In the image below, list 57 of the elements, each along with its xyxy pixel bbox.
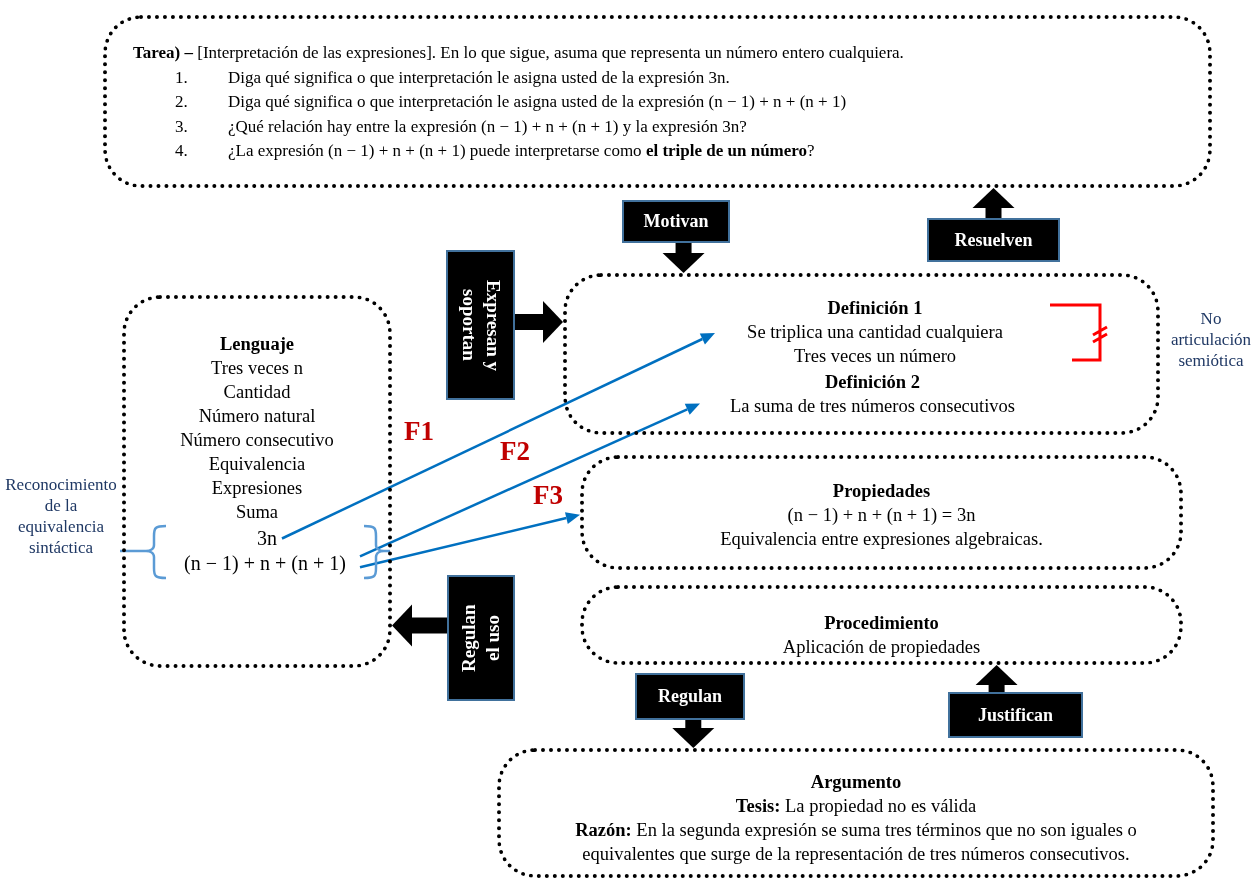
list-number: 3.: [175, 115, 189, 138]
dotted-panel: [122, 295, 392, 668]
block-arrow: [672, 720, 715, 748]
list-number: 1.: [175, 66, 189, 89]
math-expression: (n − 1) + n + (n + 1): [170, 551, 360, 578]
block-arrow: [392, 604, 447, 647]
callout-box: Resuelven: [927, 218, 1060, 262]
edge-label: F3: [533, 480, 563, 511]
box-text: Aplicación de propiedades: [781, 636, 982, 659]
callout-box: Regulan el uso: [447, 575, 515, 701]
box-text: Equivalencia: [207, 453, 307, 476]
arrow: [359, 512, 580, 569]
edge-label: F1: [404, 416, 434, 447]
box-text: Tres veces n: [210, 357, 304, 380]
box-text: Expresiones: [210, 477, 304, 500]
callout-box: Motivan: [622, 200, 730, 243]
box-heading: Definición 1: [826, 297, 924, 320]
edge-label: F2: [500, 436, 530, 467]
box-heading: Lenguaje: [219, 333, 295, 356]
math-expression: 3n: [252, 526, 282, 551]
block-arrow: [515, 301, 563, 343]
arrow: [281, 333, 715, 540]
list-item: ¿La expresión (n − 1) + n + (n + 1) puede interpretarse como el triple de un número?: [228, 140, 816, 162]
annotation-text: No articulación semiótica: [1169, 308, 1253, 371]
box-heading: Argumento: [809, 771, 903, 794]
task-statement: Tarea) – [Interpretación de las expresiones]. En lo que sigue, asuma que representa un número entero cualquiera.: [133, 42, 905, 64]
box-text: Número natural: [197, 405, 317, 428]
list-item: ¿Qué relación hay entre la expresión (n − 1) + n + (n + 1) y la expresión 3n?: [228, 115, 748, 138]
box-text: Cantidad: [222, 381, 292, 404]
box-text: Número consecutivo: [179, 429, 335, 452]
dotted-panel: [103, 15, 1212, 188]
callout-box: Regulan: [635, 673, 745, 720]
list-item: Diga qué significa o que interpretación le asigna usted de la expresión 3n.: [228, 66, 731, 89]
box-text: Equivalencia entre expresiones algebraicas.: [719, 528, 1044, 551]
dotted-panel: [497, 748, 1215, 878]
box-text: Tres veces un número: [792, 345, 958, 368]
block-arrow: [662, 243, 705, 273]
box-text: La suma de tres números consecutivos: [728, 395, 1017, 418]
list-item: Diga qué significa o que interpretación le asigna usted de la expresión (n − 1) + n + (n + 1): [228, 91, 847, 113]
arrow: [359, 403, 700, 558]
box-heading: Procedimiento: [823, 612, 940, 635]
dotted-panel: [580, 455, 1183, 570]
box-text: Se triplica una cantidad cualquiera: [746, 321, 1004, 344]
block-arrow: [975, 665, 1018, 692]
box-text: (n − 1) + n + (n + 1) = 3n: [786, 504, 977, 527]
callout-box: Justifican: [948, 692, 1083, 738]
box-text: Suma: [234, 501, 280, 524]
box-heading: Definición 2: [823, 371, 922, 394]
callout-box: Expresan y soportan: [446, 250, 515, 400]
list-number: 4.: [175, 140, 189, 162]
dotted-panel: [580, 585, 1183, 665]
box-heading: Propiedades: [831, 480, 932, 503]
dotted-panel: [563, 273, 1160, 435]
annotation-text: Reconocimiento de la equivalencia sintáctica: [4, 474, 118, 558]
box-text: Razón: En la segunda expresión se suma tres términos que no son iguales o equivalentes que surge de la representación de tres números consecutivos.: [574, 819, 1138, 866]
box-text: Tesis: La propiedad no es válida: [734, 795, 978, 818]
list-number: 2.: [175, 91, 189, 113]
